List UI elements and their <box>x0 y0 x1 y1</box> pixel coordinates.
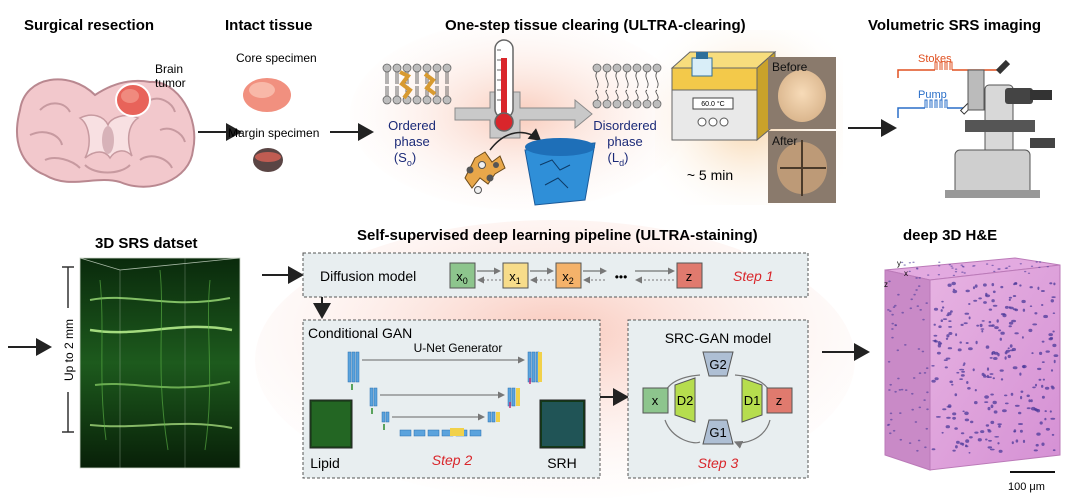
stokes-label: Stokes <box>918 53 952 65</box>
surgical-title: Surgical resection <box>24 17 154 34</box>
heater-button-1 <box>697 117 707 127</box>
srh-label: SRH <box>547 455 577 471</box>
thermometer-icon <box>494 39 514 132</box>
srs-dataset-title: 3D SRS datset <box>95 235 198 252</box>
diffusion-arrows <box>477 267 675 284</box>
ordered-phase-line2: phase <box>394 134 429 149</box>
tumor-label-line1: Brain <box>155 62 183 76</box>
he-volume-cube <box>884 257 1061 471</box>
z-node <box>676 262 703 289</box>
heater-icon <box>670 50 777 142</box>
core-specimen-label: Core specimen <box>236 51 317 65</box>
heater-button-3 <box>719 117 729 127</box>
diffusion-ellipsis: ••• <box>615 270 628 284</box>
disordered-phase-line2: phase <box>607 134 642 149</box>
srh-image-texture <box>542 402 583 446</box>
microscope-icon <box>945 69 1055 198</box>
margin-specimen-icon <box>253 148 283 172</box>
g2-label: G2 <box>709 357 726 372</box>
x1-node <box>502 262 529 289</box>
he-nuclei-pattern <box>886 261 1059 454</box>
z-node-label: z <box>686 269 693 284</box>
d2-node <box>674 377 696 423</box>
step3-label: Step 3 <box>698 455 739 471</box>
srcgan-x-label: x <box>652 393 659 408</box>
after-label: After <box>772 134 797 148</box>
x1-label: x1 <box>509 269 521 286</box>
before-tissue <box>778 70 826 122</box>
brain-section-icon <box>16 78 196 188</box>
unet-generator-label: U-Net Generator <box>414 341 503 355</box>
heater-display <box>692 97 734 110</box>
time-label: ~ 5 min <box>687 167 733 183</box>
core-specimen-icon <box>243 78 291 112</box>
g1-node <box>702 419 734 445</box>
pipeline-title: Self-supervised deep learning pipeline (… <box>357 227 758 244</box>
pump-label: Pump <box>918 89 947 101</box>
molecule-to-cyclodextrin-arrow <box>489 128 542 151</box>
heater-button-2 <box>708 117 718 127</box>
lipid-image-texture <box>312 402 350 446</box>
ordered-membrane-icon <box>382 63 452 105</box>
disordered-membrane-icon <box>592 63 662 109</box>
he-axis-y: y <box>897 259 901 268</box>
srcgan-x-node <box>642 387 669 414</box>
x0-label: x0 <box>456 269 468 286</box>
diffusion-model-label: Diffusion model <box>320 268 416 284</box>
he-title: deep 3D H&E <box>903 227 997 244</box>
srcgan-z-label: z <box>776 393 783 408</box>
disordered-phase-line3: (Ld) <box>608 150 629 168</box>
imaging-title: Volumetric SRS imaging <box>868 17 1041 34</box>
d2-label: D2 <box>677 393 694 408</box>
x2-label: x2 <box>562 269 574 286</box>
srs-volume-cube <box>79 257 241 469</box>
depth-label: Up to 2 mm <box>62 319 76 381</box>
unet-generator-icon <box>347 351 542 437</box>
cgan-title: Conditional GAN <box>308 325 412 341</box>
srcgan-z-node <box>766 387 793 414</box>
margin-specimen-label: Margin specimen <box>228 126 319 140</box>
stokes-mirror <box>995 59 1011 75</box>
he-axis-x: x <box>904 269 908 278</box>
step1-label: Step 1 <box>733 268 773 284</box>
d1-node <box>741 377 763 423</box>
scale-label: 100 μm <box>1008 481 1045 493</box>
d1-label: D1 <box>744 393 761 408</box>
brain-tumor-icon <box>115 83 151 117</box>
x2-node <box>555 262 582 289</box>
ordered-phase-line1: Ordered <box>388 118 436 133</box>
disordered-phase-line1: Disordered <box>593 118 657 133</box>
lipid-molecule-icon <box>464 151 506 194</box>
x0-node <box>449 262 476 289</box>
cyclodextrin-icon <box>524 138 596 206</box>
ordered-phase-line3: (So) <box>394 150 416 168</box>
tumor-label-line2: tumor <box>155 76 186 90</box>
depth-scale <box>60 266 76 433</box>
cgan-box <box>302 319 601 479</box>
lipid-label: Lipid <box>310 455 340 471</box>
heater-display-text: 60.0 °C <box>701 100 724 108</box>
srcgan-title: SRC-GAN model <box>665 330 772 346</box>
clearing-title: One-step tissue clearing (ULTRA-clearing… <box>445 17 746 34</box>
intact-title: Intact tissue <box>225 17 313 34</box>
g2-node <box>702 351 734 377</box>
he-axis-z: z <box>884 280 888 289</box>
step2-label: Step 2 <box>432 452 473 468</box>
pump-beam <box>897 99 965 118</box>
g1-label: G1 <box>709 425 726 440</box>
before-label: Before <box>772 60 808 74</box>
